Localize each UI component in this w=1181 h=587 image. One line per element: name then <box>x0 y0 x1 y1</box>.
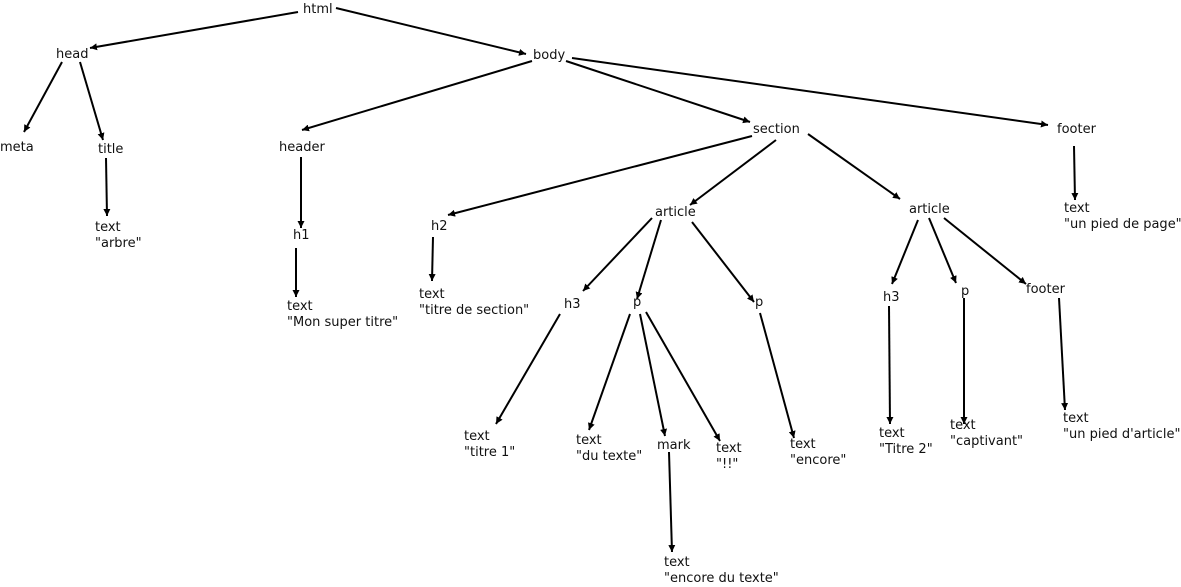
edge-article1-h3 <box>582 217 653 292</box>
edge-article2-p <box>928 217 957 284</box>
edge-a1h3-text <box>495 313 561 425</box>
node-section: section <box>753 122 800 137</box>
node-title-text: text "arbre" <box>95 220 142 251</box>
node-article2-h3: h3 <box>883 290 900 305</box>
node-h2: h2 <box>431 219 448 234</box>
node-article2-h3-text: text "Titre 2" <box>879 426 933 457</box>
edge-article1-p1 <box>635 219 662 300</box>
node-mark-text: text "encore du texte" <box>664 555 779 586</box>
edge-a2h3-text <box>886 305 894 425</box>
node-head: head <box>56 47 88 62</box>
edge-a1p1-text2 <box>645 311 721 442</box>
edge-article1-p2 <box>691 221 755 303</box>
edge-a2footer-text <box>1058 297 1069 411</box>
node-footer: footer <box>1057 122 1097 137</box>
node-h1: h1 <box>293 228 310 243</box>
edge-body-footer <box>571 57 1049 128</box>
tree-edges <box>23 7 1079 553</box>
node-article1-p2-text: text "encore" <box>790 437 846 468</box>
edge-html-head <box>89 11 299 51</box>
edge-a1p2-text <box>759 312 796 439</box>
node-article1-p2: p <box>755 295 763 310</box>
edge-body-section <box>565 60 751 124</box>
edge-body-header <box>301 60 533 132</box>
node-article-2: article <box>909 202 950 217</box>
node-article1-h3: h3 <box>564 297 581 312</box>
edge-h2-text <box>428 236 436 282</box>
node-html: html <box>303 2 333 17</box>
node-footer-text: text "un pied de page" <box>1064 201 1181 232</box>
node-h2-text: text "titre de section" <box>419 287 529 318</box>
node-article1-p1-text: text "du texte" <box>576 433 642 464</box>
edge-section-article2 <box>807 133 901 200</box>
edge-head-meta <box>23 61 63 133</box>
edge-head-title <box>79 61 105 141</box>
edge-title-text <box>103 157 111 217</box>
edge-a1p1-mark <box>639 313 668 437</box>
node-article1-h3-text: text "titre 1" <box>464 429 515 460</box>
node-body: body <box>533 48 565 63</box>
edge-a1p1-text <box>588 313 631 431</box>
node-meta: meta <box>0 140 34 155</box>
node-h1-text: text "Mon super titre" <box>287 299 398 330</box>
node-article-1: article <box>655 205 696 220</box>
node-article1-p1: p <box>633 295 641 310</box>
node-header: header <box>279 140 325 155</box>
node-article2-footer-text: text "un pied d'article" <box>1063 411 1180 442</box>
edge-article2-footer <box>943 217 1027 285</box>
edge-section-h2 <box>447 135 753 217</box>
edge-footer-text <box>1071 145 1079 201</box>
edge-mark-text <box>668 451 676 553</box>
node-article2-footer: footer <box>1026 282 1066 297</box>
edge-article2-h3 <box>891 219 919 285</box>
edge-html-body <box>335 7 527 56</box>
node-article2-p-text: text "captivant" <box>950 418 1023 449</box>
node-article2-p: p <box>961 284 969 299</box>
edge-section-article1 <box>689 139 777 206</box>
node-mark: mark <box>657 438 691 453</box>
node-article1-p1-text2: text "!!" <box>716 441 746 472</box>
node-title: title <box>98 142 123 157</box>
